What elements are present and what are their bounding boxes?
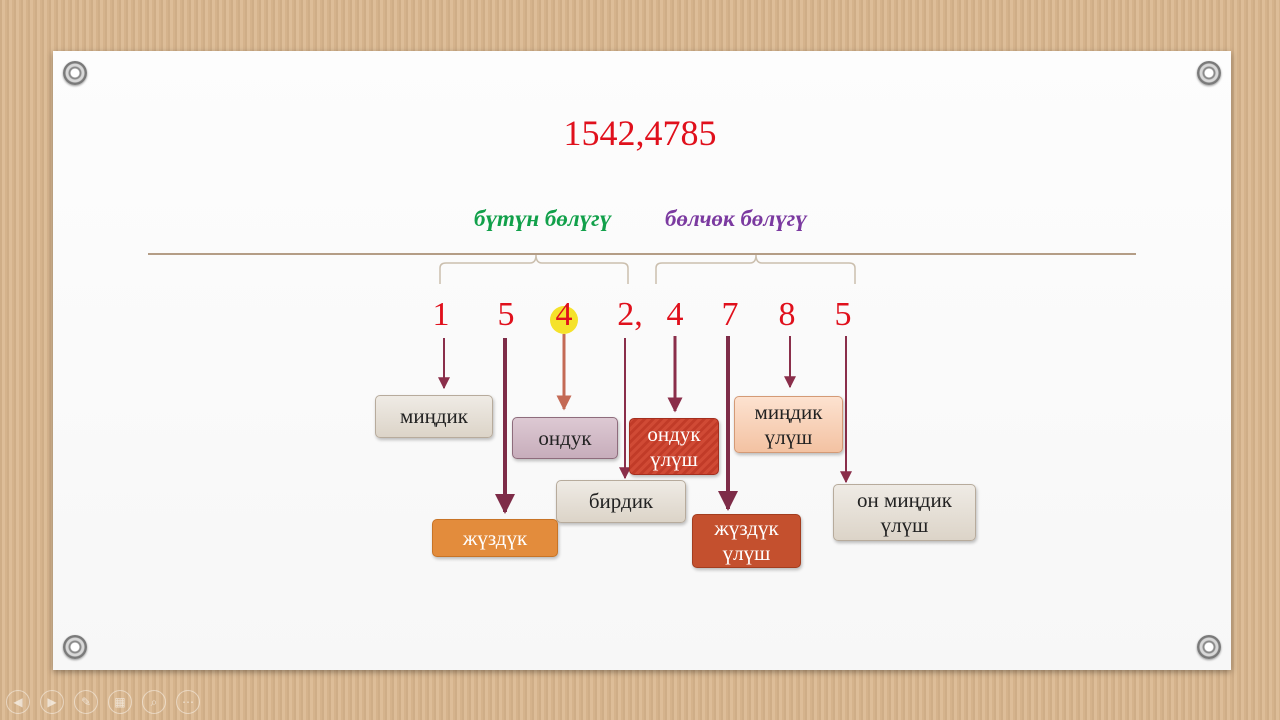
place-box-tens: ондук xyxy=(512,417,618,459)
place-label: ондук xyxy=(647,421,701,446)
place-label: миңдик xyxy=(754,399,823,424)
place-label: жүздүк xyxy=(714,516,779,540)
fraction-part-label: бөлчөк бөлүгү xyxy=(665,206,807,231)
slideshow-toolbar: ◀ ▶ ✎ ▦ ⌕ ⋯ xyxy=(6,690,200,714)
place-box-ten-thousandths: он миңдик үлүш xyxy=(833,484,976,541)
slides-icon[interactable]: ▦ xyxy=(108,690,132,714)
digit: 5 xyxy=(834,296,852,333)
place-box-hundredths: жүздүк үлүш xyxy=(692,514,801,568)
pen-icon[interactable]: ✎ xyxy=(74,690,98,714)
pin-icon xyxy=(63,635,87,659)
place-label: он миңдик xyxy=(857,487,952,512)
more-icon[interactable]: ⋯ xyxy=(176,690,200,714)
zoom-icon[interactable]: ⌕ xyxy=(142,690,166,714)
digit: 7 xyxy=(721,296,739,333)
place-box-tenths: ондук үлүш xyxy=(629,418,719,475)
place-box-ones: бирдик xyxy=(556,480,686,523)
place-box-thousandths: миңдик үлүш xyxy=(734,396,843,453)
pin-icon xyxy=(1197,635,1221,659)
place-box-thousands: миңдик xyxy=(375,395,493,438)
place-label: үлүш xyxy=(764,424,813,449)
digit-highlight xyxy=(550,306,578,334)
place-label: жүздүк xyxy=(462,525,528,550)
next-icon[interactable]: ▶ xyxy=(40,690,64,714)
prev-icon[interactable]: ◀ xyxy=(6,690,30,714)
digit: 4 xyxy=(555,296,573,333)
whole-part-label: бүтүн бөлүгү xyxy=(474,206,612,231)
digit: 4 xyxy=(666,296,684,333)
place-label: миңдик xyxy=(400,404,468,428)
slide-paper xyxy=(53,51,1231,670)
place-label: ондук xyxy=(538,425,592,450)
digit: 2, xyxy=(617,296,643,333)
pin-icon xyxy=(1197,61,1221,85)
place-box-hundreds: жүздүк xyxy=(432,519,558,557)
digit: 5 xyxy=(497,296,515,333)
place-label: бирдик xyxy=(588,489,654,513)
whole-part-brace xyxy=(439,254,629,284)
place-label: үлүш xyxy=(722,541,771,565)
fraction-part-brace xyxy=(655,254,856,284)
digit: 1 xyxy=(432,296,450,333)
decimal-number-title: 1542,4785 xyxy=(563,113,717,153)
pin-icon xyxy=(63,61,87,85)
digit: 8 xyxy=(778,296,796,333)
place-label: үлүш xyxy=(650,446,698,471)
place-label: үлүш xyxy=(880,512,929,537)
